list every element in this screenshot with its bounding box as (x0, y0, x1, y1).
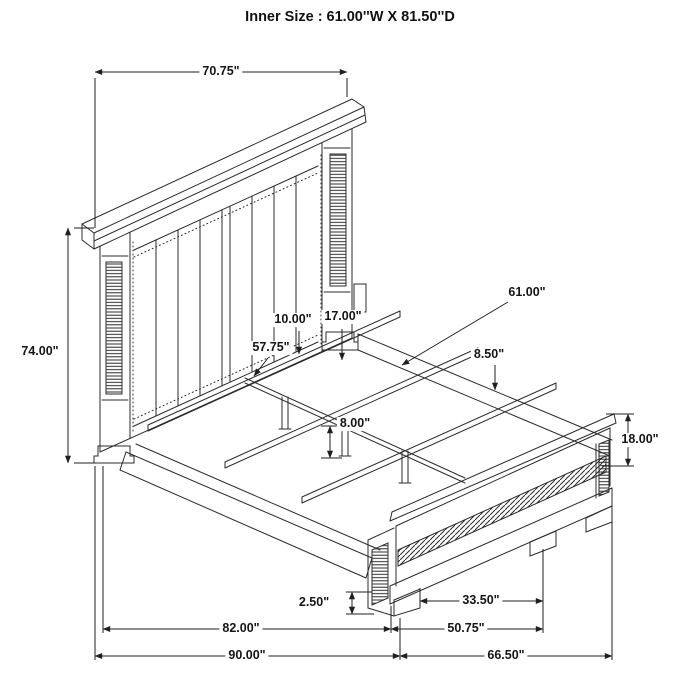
dim-label-overall-width: 66.50" (484, 648, 528, 663)
dim-label-support-leg-height: 8.00" (336, 416, 374, 431)
dim-label-side-rail-height: 8.50" (470, 347, 508, 362)
dim-label-footboard-leg-span: 33.50" (459, 593, 503, 608)
diagram-title: Inner Size : 61.00''W X 81.50''D (245, 9, 455, 25)
dim-label-headboard-height: 74.00" (18, 344, 62, 359)
bed-structure (81, 98, 617, 617)
side-rails (119, 333, 613, 579)
footboard (367, 413, 617, 617)
dim-label-inner-width: 61.00" (505, 285, 549, 300)
dim-label-slat-length: 57.75" (249, 340, 293, 355)
dim-label-platform-height: 17.00" (321, 309, 365, 324)
headboard-crown (81, 98, 367, 250)
dim-label-footboard-height: 18.00" (618, 432, 662, 447)
dim-label-overall-depth: 90.00" (225, 648, 269, 663)
slats-and-center-rail (147, 310, 557, 504)
dim-label-slat-gap: 10.00" (271, 312, 315, 327)
dim-label-footboard-inner-width: 50.75" (444, 621, 488, 636)
dim-label-foot-height: 2.50" (295, 595, 333, 610)
dim-label-rail-length: 82.00" (219, 621, 263, 636)
dim-label-headboard-width: 70.75" (199, 64, 243, 79)
headboard (93, 128, 367, 464)
